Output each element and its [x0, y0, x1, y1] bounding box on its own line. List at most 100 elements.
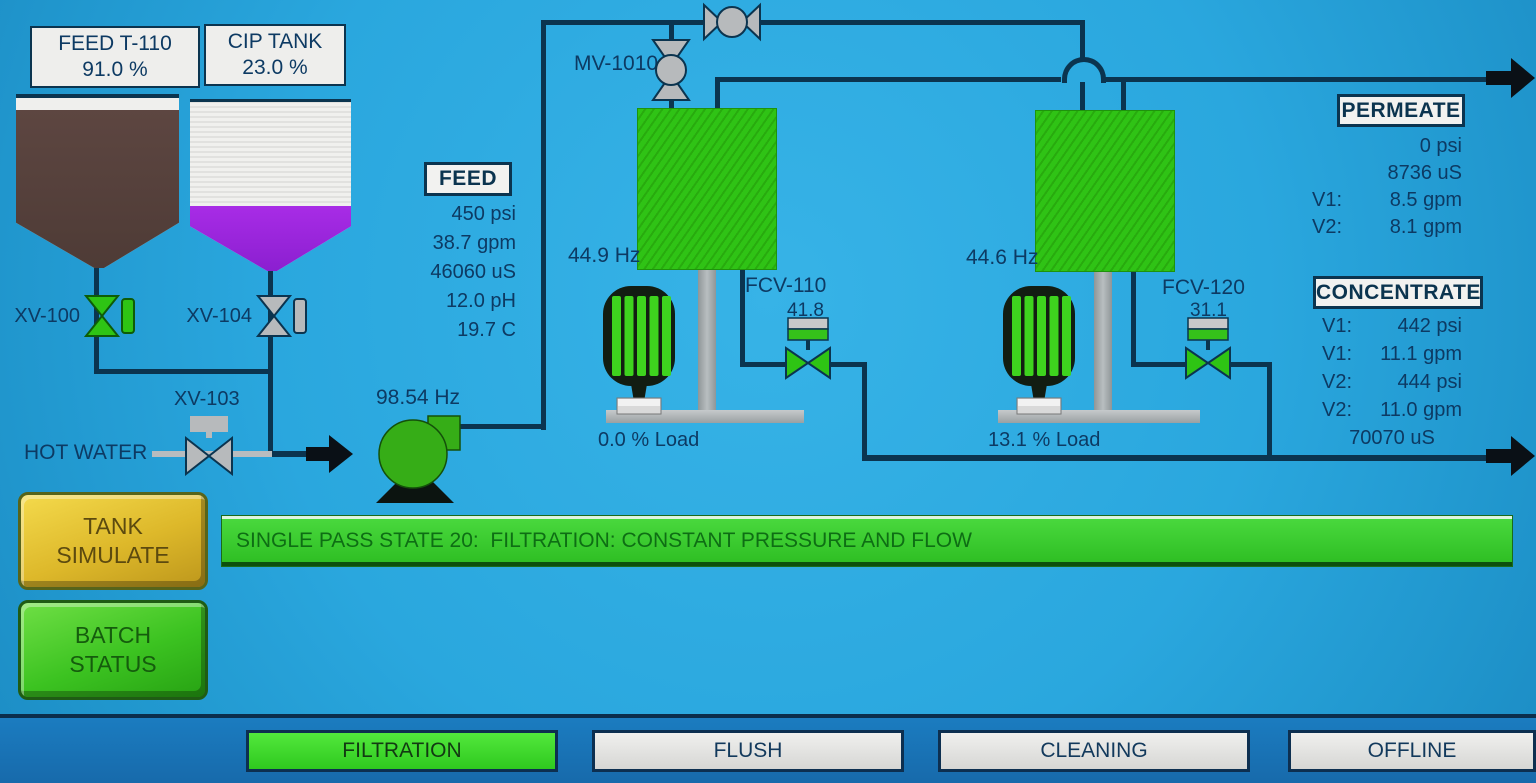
concentrate-panel-values: V1: 442 psi V1: 11.1 gpm V2: 444 psi V2:…: [1322, 312, 1462, 452]
pipe-vessel2-conc-drop: [1131, 268, 1136, 367]
membrane-vessel-1[interactable]: [637, 108, 777, 270]
mv1010-valve-icon[interactable]: [649, 38, 693, 102]
permeate-pressure: 0 psi: [1419, 135, 1462, 157]
feed-tank-fill: [16, 110, 179, 268]
pipe-crossover-hop: [1062, 57, 1106, 83]
tank-simulate-label-line2: SIMULATE: [56, 542, 170, 568]
pipe-fcv110-outlet: [830, 362, 866, 367]
permeate-v2-label: V2:: [1312, 216, 1343, 238]
concentrate-conductivity: 70070 uS: [1349, 427, 1435, 449]
pipe-tank-join: [94, 369, 273, 374]
train2-load: 13.1 % Load: [988, 429, 1101, 451]
mode-button-offline[interactable]: OFFLINE: [1288, 730, 1536, 772]
concentrate-v1-flow-label: V1:: [1322, 343, 1353, 365]
mode-button-flush[interactable]: FLUSH: [592, 730, 904, 772]
tank-simulate-button[interactable]: TANK SIMULATE: [18, 492, 208, 590]
feed-ph: 12.0 pH: [445, 290, 516, 312]
cip-tank-name: CIP TANK: [227, 30, 323, 53]
mode-button-filtration[interactable]: FILTRATION: [246, 730, 558, 772]
motor1-icon[interactable]: [597, 284, 687, 416]
concentrate-v1-pressure: 442 psi: [1397, 315, 1463, 337]
batch-status-label-line2: STATUS: [69, 651, 157, 677]
mode-button-cleaning[interactable]: CLEANING: [938, 730, 1250, 772]
feed-tank-level: 91.0 %: [82, 58, 148, 81]
permeate-v1-flow: 8.5 gpm: [1389, 189, 1462, 211]
xv100-valve-icon[interactable]: [84, 294, 136, 338]
concentrate-v2-press-label: V2:: [1322, 371, 1353, 393]
pipe-fcv120-inlet: [1131, 362, 1186, 367]
train1-load: 0.0 % Load: [598, 429, 700, 451]
xv104-valve-icon[interactable]: [256, 294, 308, 338]
feed-pump-icon[interactable]: [368, 406, 468, 506]
feed-pressure: 450 psi: [451, 203, 517, 225]
vessel1-support-column: [698, 266, 716, 414]
concentrate-v1-press-label: V1:: [1322, 315, 1353, 337]
concentrate-v2-flow-label: V2:: [1322, 399, 1353, 421]
tank-simulate-label-line1: TANK: [83, 513, 143, 539]
pipe-feed-tank-drop: [94, 260, 99, 374]
batch-status-label-line1: BATCH: [74, 622, 152, 648]
train2-hz: 44.6 Hz: [966, 246, 1039, 269]
flow-arrow-concentrate-icon: [1486, 436, 1535, 476]
cip-tank-graphic[interactable]: [190, 99, 351, 271]
feed-panel-values: 450 psi 38.7 gpm 46060 uS 12.0 pH 19.7 C: [406, 200, 516, 345]
pipe-suction-horiz: [268, 451, 312, 457]
pipe-fcv110-inlet: [740, 362, 786, 367]
xv100-label: XV-100: [14, 305, 80, 327]
permeate-panel-title: PERMEATE: [1337, 94, 1465, 127]
feed-tank-graphic[interactable]: [16, 94, 179, 268]
flow-arrow-permeate-icon: [1486, 58, 1535, 98]
xv103-label: XV-103: [174, 388, 240, 410]
batch-status-button[interactable]: BATCH STATUS: [18, 600, 208, 700]
pipe-permeate-header-left: [715, 77, 1061, 82]
pipe-vessel2-feed-upper: [1080, 23, 1085, 59]
permeate-panel-values: 0 psi 8736 uS V1: 8.5 gpm V2: 8.1 gpm: [1312, 133, 1462, 241]
permeate-v2-flow: 8.1 gpm: [1389, 216, 1462, 238]
feed-tank-label-box: FEED T-110 91.0 %: [30, 26, 200, 88]
pipe-vessel1-permeate-riser: [715, 77, 720, 113]
feed-flow: 38.7 gpm: [432, 232, 516, 254]
pipe-suction-drop: [268, 369, 273, 457]
top-header-valve-icon[interactable]: [702, 1, 762, 43]
concentrate-panel-title: CONCENTRATE: [1313, 276, 1483, 309]
fcv110-valve-icon[interactable]: [784, 316, 832, 380]
feed-temperature: 19.7 C: [457, 319, 516, 341]
motor2-icon[interactable]: [997, 284, 1087, 416]
xv103-valve-icon[interactable]: [184, 414, 234, 476]
pipe-top-header: [541, 20, 1085, 25]
hot-water-label: HOT WATER: [24, 441, 148, 464]
fcv120-valve-icon[interactable]: [1184, 316, 1232, 380]
pipe-vessel2-permeate-riser: [1121, 77, 1126, 113]
feed-panel-title: FEED: [424, 162, 512, 196]
fcv120-label: FCV-120: [1162, 276, 1245, 299]
pipe-permeate-header-right: [1105, 77, 1487, 82]
concentrate-v2-pressure: 444 psi: [1397, 371, 1463, 393]
pipe-pump-discharge: [448, 424, 544, 429]
fcv110-label: FCV-110: [745, 274, 827, 297]
pipe-cip-tank-drop: [268, 262, 273, 374]
train1-hz: 44.9 Hz: [568, 244, 641, 267]
membrane-vessel-2[interactable]: [1035, 110, 1175, 272]
vessel2-support-column: [1094, 268, 1112, 414]
feed-pump-hz: 98.54 Hz: [376, 386, 461, 409]
pipe-vessel1-conc-drop: [740, 266, 745, 367]
feed-conductivity: 46060 uS: [430, 261, 516, 283]
cip-tank-top-edge: [190, 99, 351, 102]
fcv120-value: 31.1: [1190, 300, 1227, 321]
concentrate-v1-flow: 11.1 gpm: [1380, 343, 1462, 365]
pipe-fcv120-outlet: [1230, 362, 1272, 367]
pipe-fcv120-downleg: [1267, 362, 1272, 459]
concentrate-v2-flow: 11.0 gpm: [1380, 399, 1462, 421]
permeate-v1-label: V1:: [1312, 189, 1343, 211]
feed-tank-name: FEED T-110: [58, 32, 172, 55]
process-status-bar: SINGLE PASS STATE 20: FILTRATION: CONSTA…: [222, 516, 1512, 566]
pipe-discharge-riser: [541, 20, 546, 430]
fcv110-value: 41.8: [787, 300, 824, 321]
pipe-fcv110-downleg: [862, 362, 867, 459]
cip-tank-fill: [190, 205, 351, 271]
mv1010-label: MV-1010: [574, 52, 659, 75]
cip-tank-label-box: CIP TANK 23.0 %: [204, 24, 346, 86]
flow-arrow-suction-icon: [306, 435, 353, 473]
cip-tank-level: 23.0 %: [242, 56, 308, 79]
